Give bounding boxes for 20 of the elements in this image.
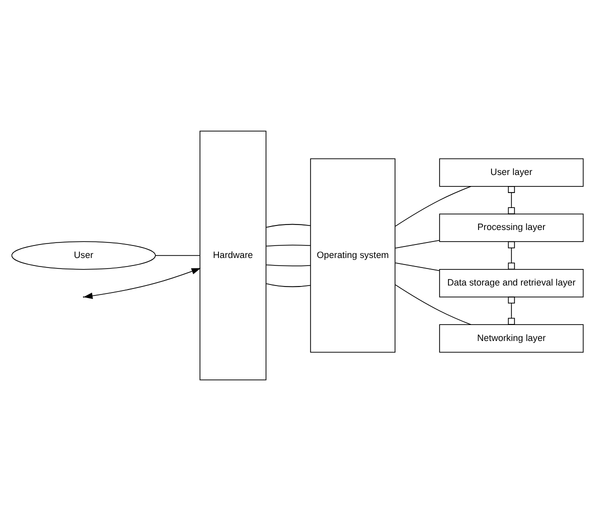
node-box: Processing layer — [439, 213, 584, 242]
connector — [394, 240, 440, 248]
connector — [508, 240, 515, 269]
connector — [394, 284, 472, 324]
node-box: Hardware — [200, 130, 266, 380]
connector — [266, 264, 311, 266]
connector — [508, 296, 515, 324]
connector — [266, 244, 311, 246]
connector — [508, 186, 515, 214]
node-ellipse: User — [11, 240, 156, 270]
arrow — [83, 268, 201, 299]
node-box: Operating system — [310, 158, 396, 352]
node-box: Networking layer — [439, 324, 584, 352]
connector — [394, 186, 472, 226]
node-box: Data storage and retrieval layer — [439, 268, 584, 297]
node-box: User layer — [439, 158, 584, 186]
connector — [266, 282, 311, 286]
connector — [266, 224, 311, 228]
connector — [155, 254, 200, 256]
connector — [394, 262, 440, 270]
